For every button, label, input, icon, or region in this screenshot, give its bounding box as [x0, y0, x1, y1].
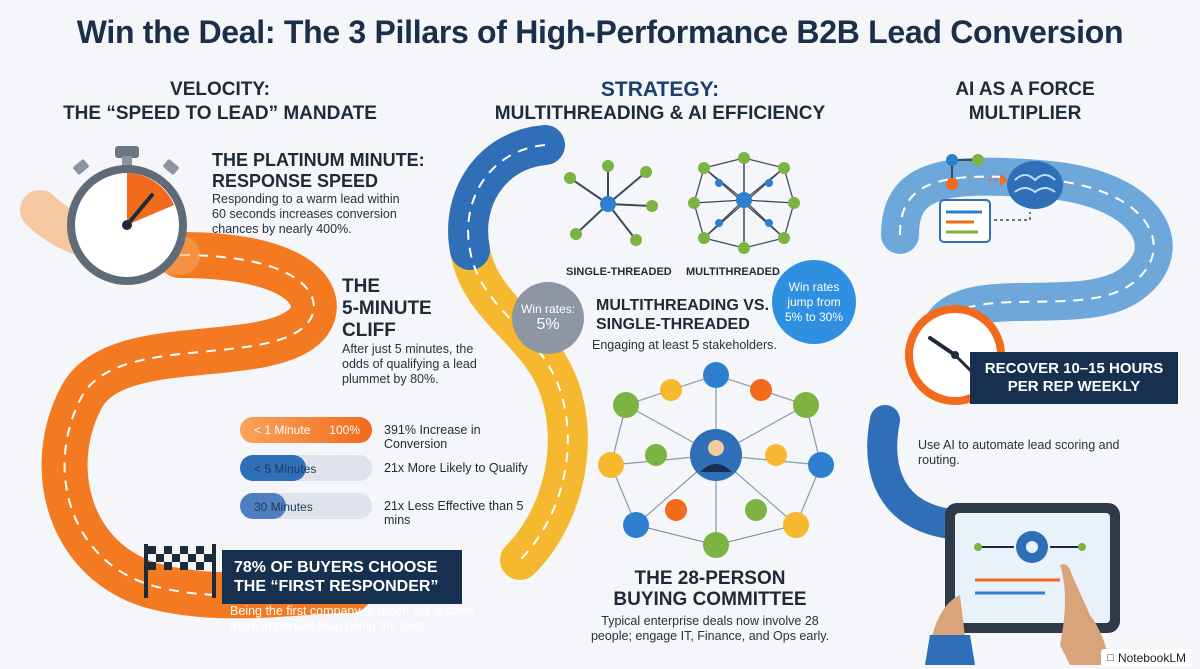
- recover-line1: RECOVER 10–15 HOURS: [984, 360, 1164, 377]
- single-threaded-network-icon: [564, 160, 658, 246]
- vs-title-line1: MULTITHREADING VS.: [596, 297, 770, 314]
- multithreaded-network-icon: [688, 152, 800, 254]
- multi-win-rate-circle: Win rates jump from 5% to 30%: [772, 260, 856, 344]
- single-win-rate-label: Win rates:: [520, 302, 575, 316]
- platinum-minute-body: Responding to a warm lead within 60 seco…: [212, 192, 400, 236]
- ai-heading-line2: MULTIPLIER: [968, 103, 1082, 124]
- cliff-title-line1: THE: [342, 276, 380, 297]
- platinum-title-line1: THE PLATINUM MINUTE:: [212, 150, 425, 170]
- speed-bar-label: < 1 Minute: [254, 423, 311, 437]
- page-title: Win the Deal: The 3 Pillars of High-Perf…: [76, 14, 1124, 50]
- strategy-heading-line2: MULTITHREADING & AI EFFICIENCY: [494, 103, 826, 124]
- multithreaded-label: MULTITHREADED: [686, 266, 780, 278]
- ai-brain-workflow-icon: [939, 154, 1063, 243]
- single-win-rate-circle: Win rates: 5%: [512, 282, 584, 354]
- first-responder-line2: THE “FIRST RESPONDER”: [234, 578, 439, 595]
- multithreading-vs-body: Engaging at least 5 stakeholders.: [592, 338, 777, 352]
- cliff-title-line2: 5-MINUTE: [342, 298, 432, 319]
- speed-bar-fill: [240, 455, 306, 481]
- speed-bar-label: < 5 Minutes: [254, 462, 317, 476]
- committee-title-line2: BUYING COMMITTEE: [613, 589, 807, 610]
- multi-win-rate-line3: 5% to 30%: [784, 309, 844, 324]
- velocity-heading-line1: VELOCITY:: [170, 79, 270, 100]
- checkered-flag-icon: [144, 544, 216, 598]
- five-minute-cliff-body: After just 5 minutes, the odds of qualif…: [342, 342, 477, 386]
- recover-hours-banner: RECOVER 10–15 HOURS PER REP WEEKLY: [970, 352, 1178, 404]
- notebooklm-logo-icon: □: [1107, 652, 1114, 664]
- speed-bar-note: 21x More Likely to Qualify: [384, 461, 528, 475]
- cliff-title-line3: CLIFF: [342, 320, 396, 341]
- buying-committee-body: Typical enterprise deals now involve 28 …: [590, 614, 830, 643]
- strategy-heading-line1: STRATEGY:: [600, 78, 720, 101]
- buying-committee-title: THE 28-PERSON BUYING COMMITTEE: [600, 568, 820, 610]
- speed-bar-fill: < 1 Minute 100%: [240, 417, 372, 443]
- speed-bar-fill: [240, 493, 286, 519]
- buying-committee-network-icon: [598, 362, 834, 558]
- vs-title-line2: SINGLE-THREADED: [596, 316, 750, 333]
- committee-title-line1: THE 28-PERSON: [634, 568, 786, 589]
- notebooklm-badge: □ NotebookLM: [1101, 649, 1192, 667]
- first-responder-banner: 78% OF BUYERS CHOOSE THE “FIRST RESPONDE…: [222, 550, 462, 604]
- speed-bars: < 1 Minute 100% 391% Increase in Convers…: [240, 415, 540, 529]
- ai-heading: AI AS A FORCE MULTIPLIER: [900, 78, 1150, 126]
- notebooklm-label: NotebookLM: [1117, 651, 1186, 665]
- speed-bar-note: 21x Less Effective than 5 mins: [384, 499, 524, 527]
- strategy-heading: STRATEGY: MULTITHREADING & AI EFFICIENCY: [480, 78, 840, 126]
- multi-win-rate-line1: Win rates: [788, 279, 840, 294]
- single-threaded-label: SINGLE-THREADED: [566, 266, 672, 278]
- speed-bar-row: 30 Minutes 21x Less Effective than 5 min…: [240, 491, 540, 529]
- speed-bar-label: 30 Minutes: [254, 500, 313, 514]
- speed-bar-row: < 1 Minute 100% 391% Increase in Convers…: [240, 415, 540, 453]
- speed-bar-pct: 100%: [329, 423, 360, 437]
- platinum-minute-title: THE PLATINUM MINUTE: RESPONSE SPEED: [212, 150, 482, 192]
- first-responder-body: Being the first company to reach out is …: [230, 604, 474, 633]
- recover-line2: PER REP WEEKLY: [1007, 378, 1141, 395]
- multi-win-rate-line2: jump from: [787, 294, 841, 309]
- velocity-heading: VELOCITY: THE “SPEED TO LEAD” MANDATE: [60, 78, 380, 126]
- ai-heading-line1: AI AS A FORCE: [955, 79, 1095, 100]
- ai-automate-body: Use AI to automate lead scoring and rout…: [918, 438, 1120, 467]
- platinum-title-line2: RESPONSE SPEED: [212, 171, 379, 191]
- stopwatch-icon: [67, 146, 187, 285]
- multithreading-vs-title: MULTITHREADING VS. SINGLE-THREADED: [596, 296, 776, 334]
- first-responder-line1: 78% OF BUYERS CHOOSE: [234, 559, 438, 576]
- tablet-hands-icon: [925, 503, 1120, 665]
- single-win-rate-value: 5%: [536, 316, 560, 333]
- speed-bar-note: 391% Increase in Conversion: [384, 423, 481, 451]
- five-minute-cliff-title: THE 5-MINUTE CLIFF: [342, 276, 462, 342]
- velocity-heading-line2: THE “SPEED TO LEAD” MANDATE: [63, 103, 377, 124]
- speed-bar-row: < 5 Minutes 21x More Likely to Qualify: [240, 453, 540, 491]
